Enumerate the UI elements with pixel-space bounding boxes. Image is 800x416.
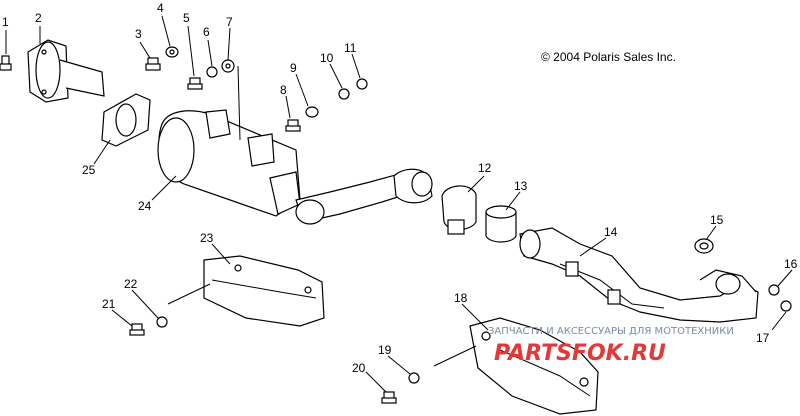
part-8-bolt bbox=[285, 119, 301, 132]
part-17-nut bbox=[780, 300, 792, 312]
part-3-bolt bbox=[145, 57, 161, 71]
callout-3: 3 bbox=[135, 27, 142, 41]
part-1-bolt bbox=[0, 55, 12, 71]
part-10-washer bbox=[338, 88, 350, 100]
part-15-gasket bbox=[694, 238, 714, 254]
part-18-lower-heat-shield bbox=[469, 317, 599, 415]
callout-16: 16 bbox=[784, 257, 798, 271]
callout-18: 18 bbox=[454, 291, 468, 305]
leader-lines bbox=[5, 15, 793, 393]
watermark-site: PARTSFOK.RU bbox=[494, 341, 666, 366]
part-4-washer bbox=[165, 46, 179, 58]
callout-25: 25 bbox=[82, 163, 96, 177]
callout-13: 13 bbox=[514, 179, 528, 193]
part-21-bolt bbox=[129, 323, 145, 336]
copyright-text: © 2004 Polaris Sales Inc. bbox=[541, 50, 676, 64]
part-20-bolt bbox=[381, 391, 397, 404]
callout-2: 2 bbox=[35, 11, 42, 25]
callout-4: 4 bbox=[157, 1, 164, 15]
callout-15: 15 bbox=[710, 213, 724, 227]
part-14-head-pipe bbox=[519, 227, 759, 323]
part-24-muffler bbox=[157, 109, 301, 217]
callout-20: 20 bbox=[352, 361, 366, 375]
part-23-heat-shield bbox=[203, 255, 325, 327]
muffler-inlet-pipe bbox=[295, 168, 433, 225]
callout-labels: 1 2 3 4 5 6 7 8 9 10 11 12 13 14 15 16 1… bbox=[2, 1, 798, 375]
part-19-washer bbox=[408, 372, 420, 384]
callout-5: 5 bbox=[183, 11, 190, 25]
part-25-gasket bbox=[101, 93, 151, 147]
part-5-bolt bbox=[187, 77, 203, 90]
part-11-nut bbox=[356, 78, 368, 90]
callout-9: 9 bbox=[290, 61, 297, 75]
callout-24: 24 bbox=[138, 199, 152, 213]
callout-14: 14 bbox=[604, 225, 618, 239]
callout-17: 17 bbox=[756, 331, 770, 345]
callout-22: 22 bbox=[124, 277, 138, 291]
callout-23: 23 bbox=[200, 231, 214, 245]
watermark-caption: ЗАПЧАСТИ И АКСЕССУАРЫ ДЛЯ МОТОТЕХНИКИ bbox=[488, 326, 734, 337]
callout-19: 19 bbox=[378, 343, 392, 357]
callout-10: 10 bbox=[320, 51, 334, 65]
part-7-washer bbox=[221, 59, 235, 73]
part-2-spark-arrestor bbox=[27, 39, 105, 103]
callout-11: 11 bbox=[344, 41, 357, 55]
part-13-seal bbox=[485, 205, 517, 243]
callout-6: 6 bbox=[203, 25, 210, 39]
part-12-clamp bbox=[441, 185, 477, 235]
part-16-nut bbox=[768, 284, 780, 296]
watermark: ЗАПЧАСТИ И АКСЕССУАРЫ ДЛЯ МОТОТЕХНИКИ PA… bbox=[488, 326, 734, 366]
callout-12: 12 bbox=[478, 161, 492, 175]
part-6-nut bbox=[206, 66, 218, 78]
callout-8: 8 bbox=[280, 83, 287, 97]
part-22-washer bbox=[156, 316, 168, 328]
callout-7: 7 bbox=[226, 15, 233, 29]
part-9-washer bbox=[305, 106, 319, 118]
callout-1: 1 bbox=[2, 15, 9, 29]
callout-21: 21 bbox=[102, 297, 116, 311]
